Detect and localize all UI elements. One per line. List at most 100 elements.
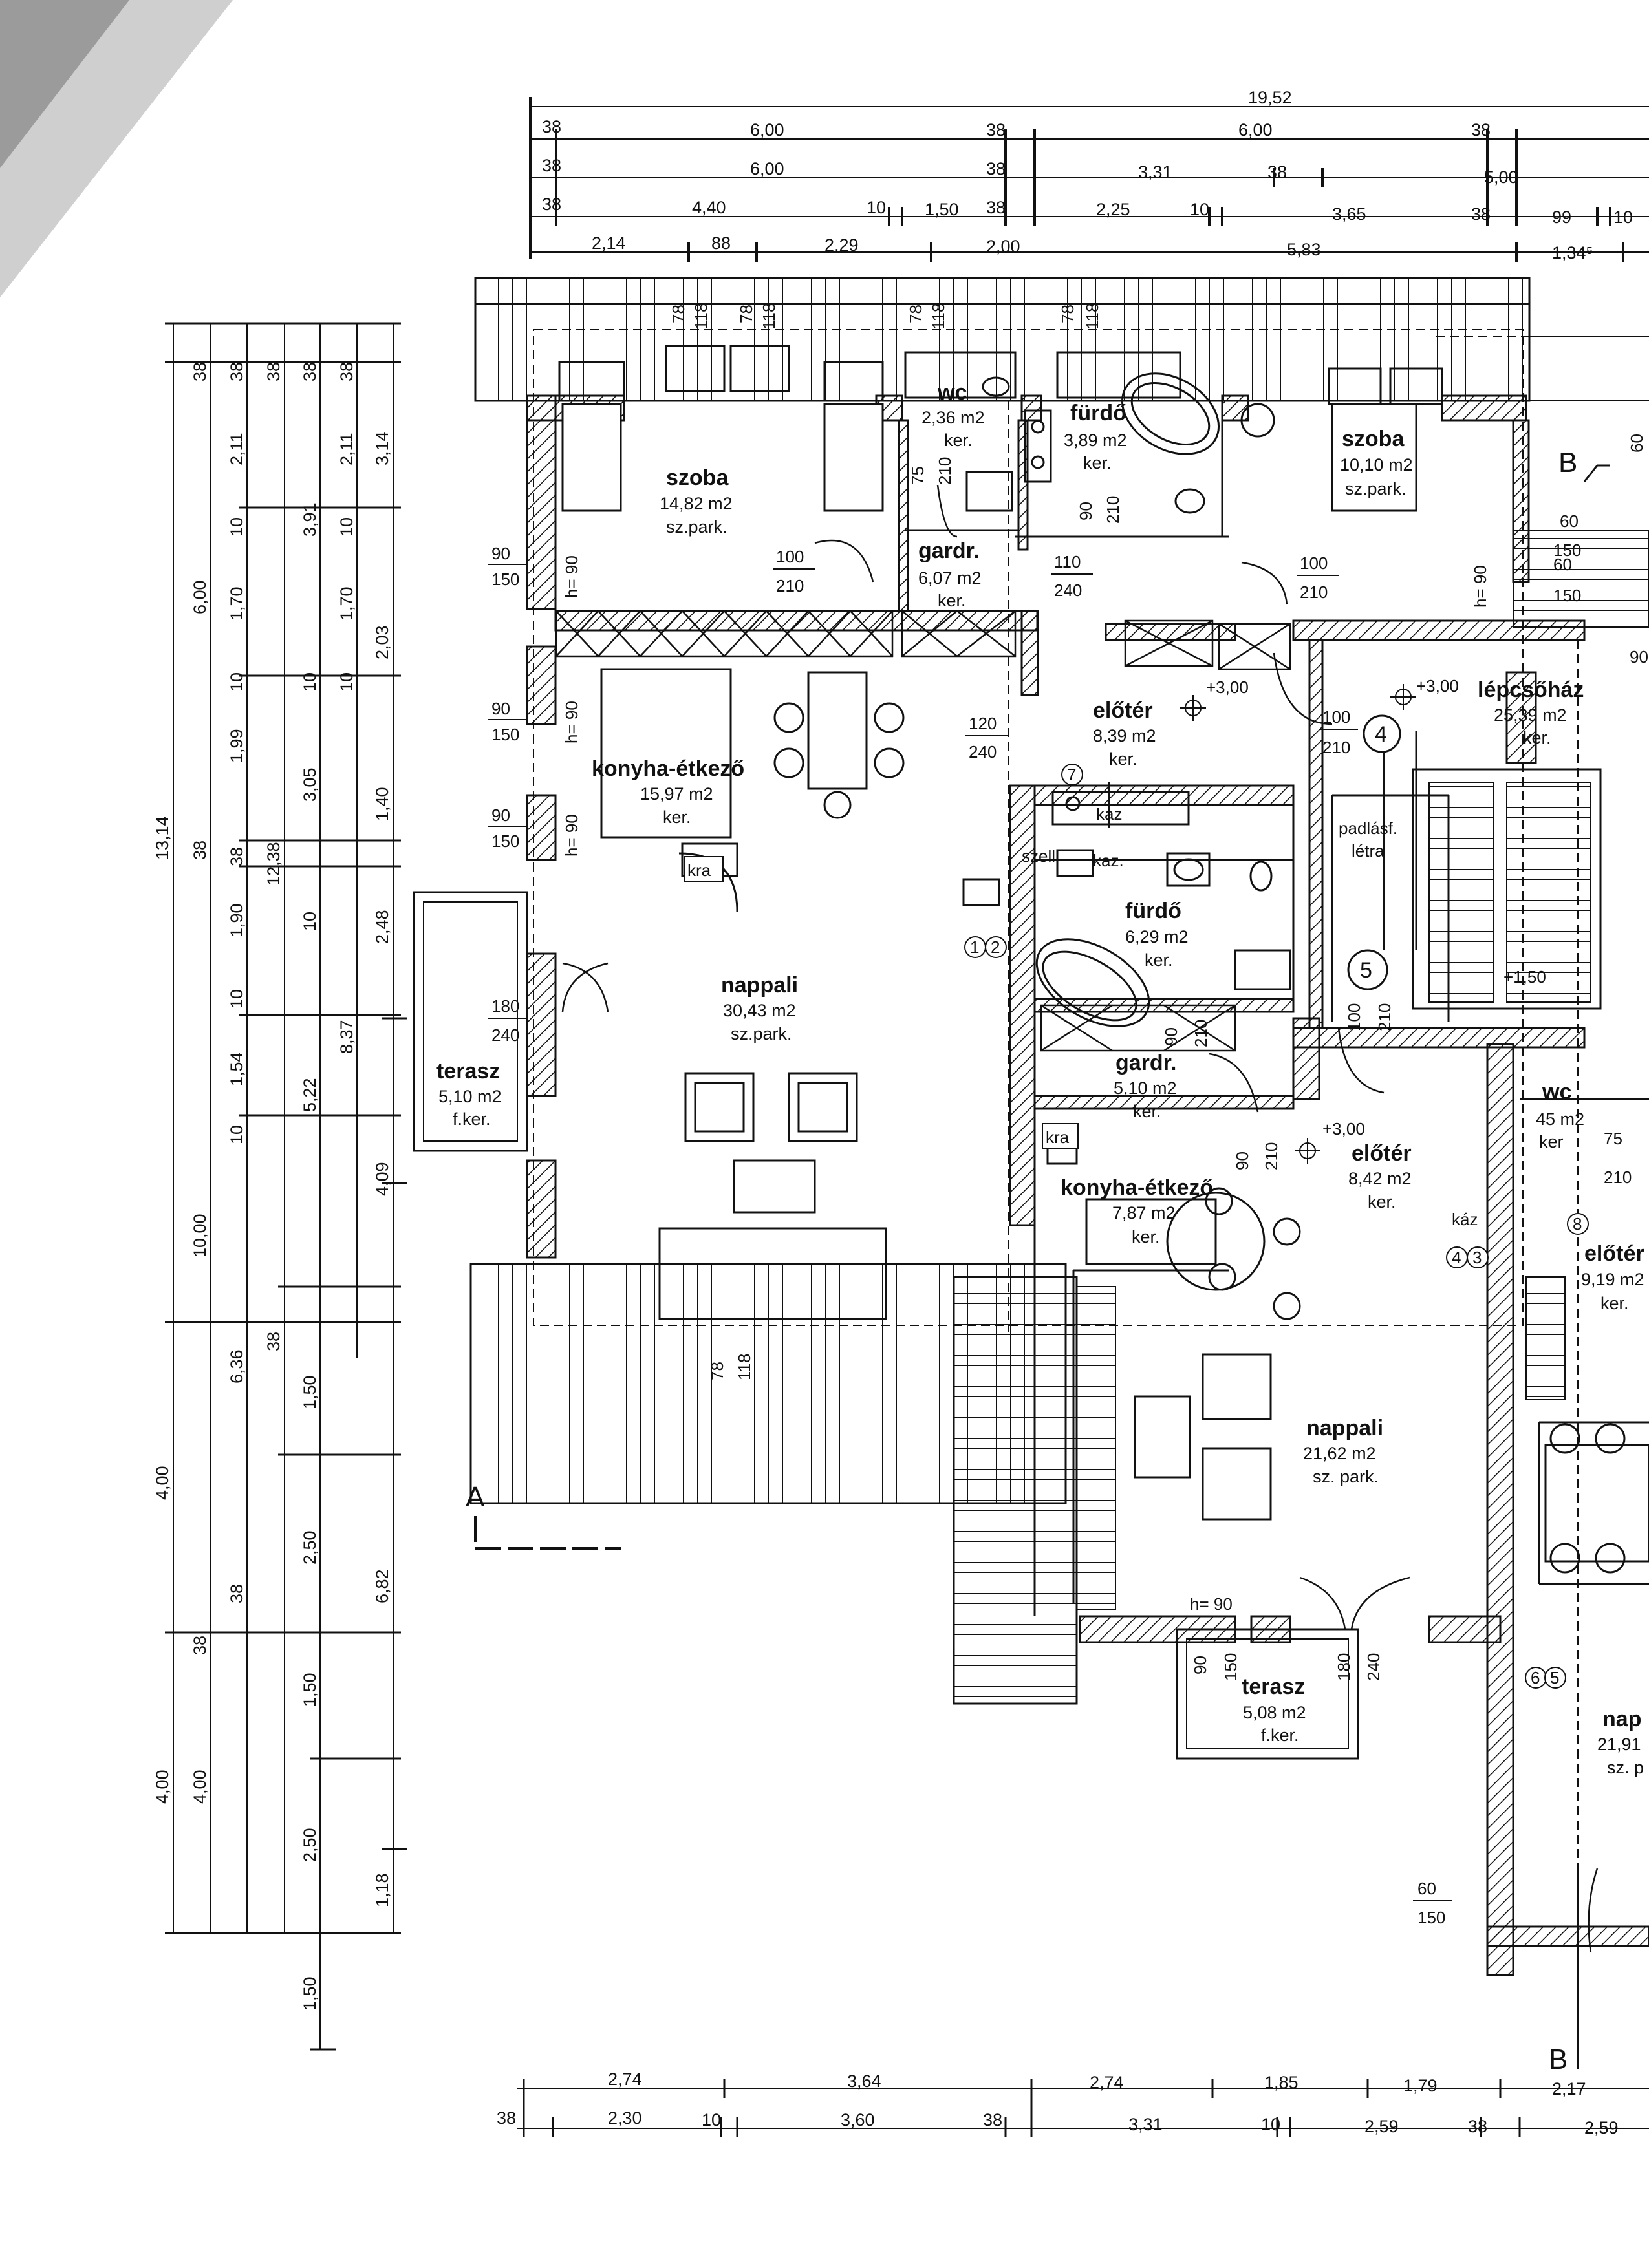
room-area-eloter-3: 9,19 m2	[1581, 1270, 1644, 1289]
dim-l4-0: 38	[264, 362, 283, 381]
left-dimension-lines	[165, 322, 407, 2051]
dim-l1-1: 13,14	[153, 816, 172, 860]
room-area-terasz-2: 5,08 m2	[1243, 1703, 1306, 1722]
dim-t3-2: 10	[867, 198, 886, 217]
opening-w1-width: 90	[491, 544, 510, 563]
room-area-furdo-2: 6,29 m2	[1125, 927, 1189, 947]
marker-2: 2	[991, 937, 1000, 957]
opening-d12-height: 150	[1553, 586, 1581, 605]
dim-t3-6: 10	[1190, 200, 1209, 219]
opening-d11-height: 150	[1553, 540, 1581, 560]
dim-b2-2: 10	[702, 2110, 721, 2130]
room-floor-terasz-2: f.ker.	[1261, 1726, 1299, 1745]
dim-l5-5: 5,22	[300, 1078, 319, 1112]
label-kra-1: kra	[687, 861, 711, 880]
marker-8: 8	[1573, 1214, 1582, 1234]
dim-l4-1: 12,38	[264, 842, 283, 886]
dim-l6-1: 2,11	[337, 433, 356, 465]
room-area-terasz-1: 5,10 m2	[438, 1087, 502, 1106]
marker-3: 3	[1472, 1248, 1482, 1267]
dim-l5-6: 38	[264, 1332, 283, 1351]
room-floor-szoba-2: sz.park.	[1345, 479, 1406, 498]
opening-v7-width: 75	[1604, 1129, 1622, 1148]
dim-b2-4: 38	[983, 2110, 1002, 2130]
dim-t4-2: 2,29	[824, 235, 859, 255]
dim-l5-3: 3,05	[300, 767, 319, 802]
dim-l7-1: 2,03	[372, 625, 392, 659]
opening-top-d-width: 78	[1058, 305, 1077, 323]
dim-l3-8: 10	[227, 989, 246, 1009]
label-level-1: +3,00	[1206, 678, 1249, 697]
marker-5: 5	[1360, 958, 1372, 983]
room-area-wc-1: 2,36 m2	[921, 408, 985, 427]
dim-t1-1: 6,00	[750, 120, 784, 140]
room-labels: szoba 14,82 m2 sz.park. wc 2,36 m2 ker. …	[436, 380, 1644, 1777]
dim-l2-4: 4,00	[190, 1770, 210, 1804]
room-floor-furdo-1: ker.	[1083, 453, 1112, 473]
dim-l4-4: 1,50	[300, 1673, 319, 1707]
dim-l5-1: 3,91	[300, 502, 319, 537]
dim-l3-2: 10	[227, 517, 246, 537]
roof-eave-top	[474, 277, 1649, 402]
opening-d3-height: 210	[1300, 583, 1328, 602]
dim-l3-3: 1,70	[227, 586, 246, 621]
dim-l7-3: 2,48	[372, 910, 392, 944]
dim-b1-3: 1,85	[1264, 2073, 1299, 2092]
dim-l5-4: 10	[300, 912, 319, 931]
opening-sill-2: h= 90	[562, 701, 581, 744]
opening-v1-height: 210	[935, 457, 954, 485]
dim-t2-3: 3,31	[1138, 162, 1172, 182]
dim-t3-0: 38	[542, 195, 561, 214]
dim-t4-1: 88	[711, 233, 731, 253]
opening-d7-height: 210	[1375, 1003, 1394, 1031]
room-floor-szoba-1: sz.park.	[666, 517, 727, 537]
dim-b1-0: 2,74	[608, 2070, 642, 2089]
dim-l1-2: 10,00	[190, 1214, 210, 1257]
dim-l5-2: 10	[300, 672, 319, 692]
dim-l5-0: 38	[300, 362, 319, 381]
opening-d5-width: 100	[1322, 707, 1350, 727]
dim-total: 19,52	[1248, 88, 1292, 107]
label-kra-2: kra	[1046, 1128, 1070, 1147]
opening-d9-width: 180	[1334, 1653, 1353, 1681]
opening-v2-height: 210	[1103, 496, 1123, 524]
dim-l3-5: 1,99	[227, 729, 246, 763]
marker-6: 6	[1531, 1668, 1540, 1687]
marker-4: 4	[1375, 722, 1387, 747]
dim-b2-1: 2,30	[608, 2108, 642, 2128]
dim-t4-3: 2,00	[986, 237, 1020, 256]
opening-w3-width: 90	[491, 806, 510, 825]
dim-l3-11: 38	[227, 1584, 246, 1603]
room-floor-nappali-3: sz. p	[1607, 1758, 1644, 1777]
room-name-nappali-2: nappali	[1306, 1416, 1383, 1440]
dim-t3-1: 4,40	[692, 198, 726, 217]
misc-labels: kra kra kaz kaz. szell padlásf. létra +3…	[684, 647, 1648, 1689]
label-level-2: +3,00	[1416, 676, 1459, 696]
room-floor-nappali-2: sz. park.	[1313, 1467, 1379, 1486]
room-floor-konyha-1: ker.	[663, 808, 691, 827]
opening-d4-height: 240	[969, 742, 997, 762]
opening-d10-width: 60	[1417, 1879, 1436, 1898]
dim-t2-5: 5,00	[1484, 167, 1518, 187]
opening-top-a-height: 118	[691, 303, 711, 330]
dim-l1-0: 6,00	[190, 580, 210, 614]
room-area-szoba-2: 10,10 m2	[1340, 455, 1413, 475]
opening-d1-width: 100	[776, 547, 804, 566]
opening-w2-width: 90	[491, 699, 510, 718]
opening-d3-width: 100	[1300, 553, 1328, 573]
dim-l3-1: 2,11	[227, 433, 246, 465]
opening-v6-width: 60	[1627, 434, 1646, 453]
marker-1: 1	[970, 937, 979, 957]
dim-l3-7: 1,90	[227, 903, 246, 937]
dim-l6-3: 1,70	[337, 586, 356, 621]
dim-l1-3: 4,00	[153, 1466, 172, 1500]
dim-b1-4: 1,79	[1403, 2076, 1438, 2095]
room-floor-gardr-2: ker.	[1133, 1102, 1161, 1121]
opening-d12-width: 60	[1553, 555, 1572, 574]
opening-v3-height: 210	[1191, 1020, 1211, 1047]
dim-l4-3: 2,50	[300, 1530, 319, 1565]
dim-t3-10: 10	[1613, 208, 1633, 227]
dim-l2-2: 6,36	[227, 1349, 246, 1384]
walls	[526, 394, 1649, 1976]
left-dimension-texts: 38 6,00 13,14 10,00 4,00 4,00 38 6,36 38…	[153, 362, 392, 2011]
